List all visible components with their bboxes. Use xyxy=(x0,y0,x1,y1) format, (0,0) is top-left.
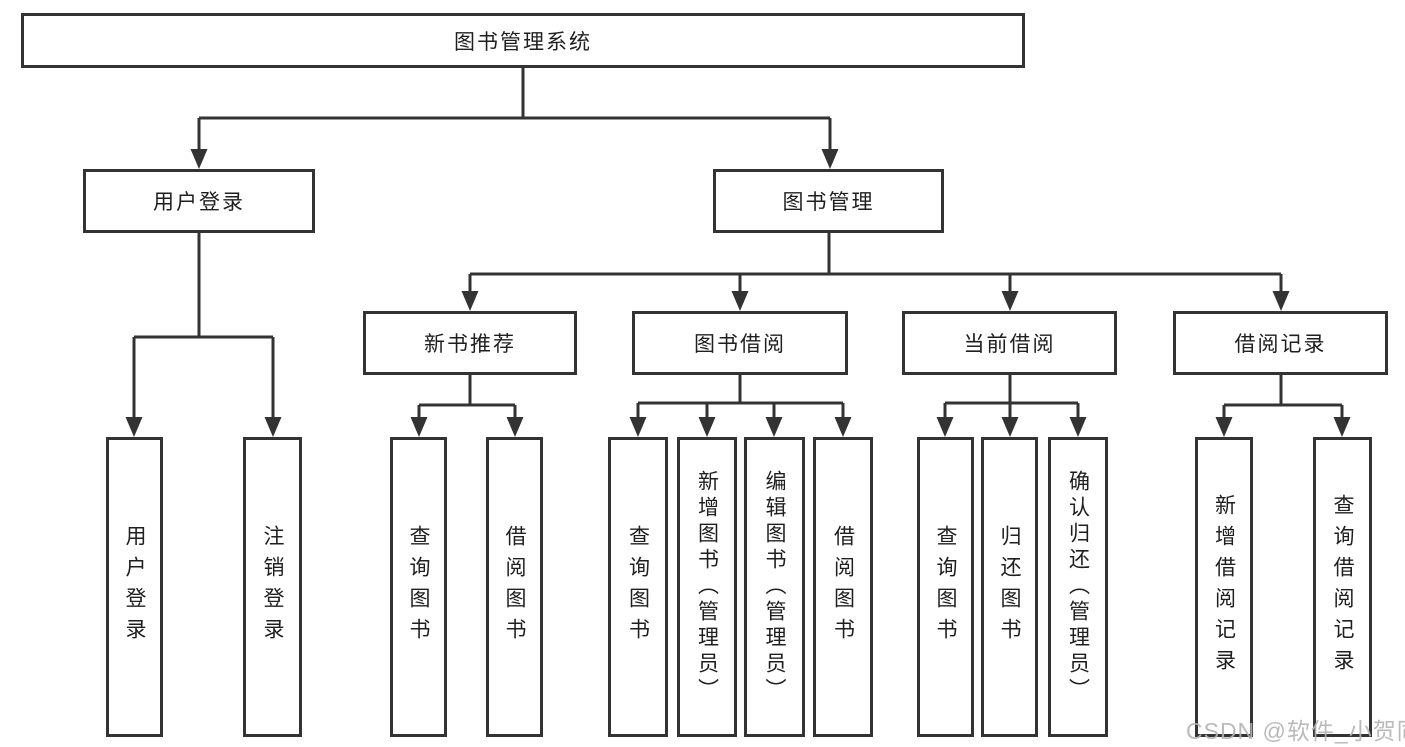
leaf-borrow-edit-books-admin: 编辑图书（管理员） xyxy=(744,437,805,737)
connector-book-borrow-children xyxy=(636,375,845,420)
arrowhead xyxy=(698,417,716,437)
arrowhead xyxy=(834,417,852,437)
arrowhead xyxy=(731,291,749,311)
arrowhead xyxy=(1069,417,1087,437)
leaf-current-confirm-return-admin: 确认归还（管理员） xyxy=(1048,437,1108,737)
leaf-borrow-query-books: 查询图书 xyxy=(608,437,668,737)
node-book-management: 图书管理 xyxy=(713,169,944,233)
leaf-current-query-books: 查询图书 xyxy=(917,437,974,737)
arrowhead xyxy=(264,417,282,437)
leaf-logout: 注销登录 xyxy=(243,437,302,737)
arrowhead xyxy=(629,417,647,437)
connector-borrow-records-children xyxy=(1222,375,1344,420)
leaf-recommend-borrow-books: 借阅图书 xyxy=(486,437,543,737)
arrowhead xyxy=(410,417,428,437)
node-root-library-system: 图书管理系统 xyxy=(21,13,1025,68)
arrowhead xyxy=(821,149,839,169)
arrowhead xyxy=(936,417,954,437)
node-borrow-records: 借阅记录 xyxy=(1173,311,1388,375)
arrowhead xyxy=(1215,417,1233,437)
connector-new-book-recommend-children xyxy=(417,375,517,420)
arrowhead xyxy=(461,291,479,311)
connector-user-login-children xyxy=(132,232,275,420)
arrowhead xyxy=(190,149,208,169)
arrowhead xyxy=(506,417,524,437)
leaf-current-return-books: 归还图书 xyxy=(981,437,1038,737)
arrowhead xyxy=(125,417,143,437)
leaf-borrow-borrow-books: 借阅图书 xyxy=(813,437,873,737)
arrowhead xyxy=(1333,417,1351,437)
leaf-borrow-add-books-admin: 新增图书（管理员） xyxy=(677,437,737,737)
leaf-records-query-record: 查询借阅记录 xyxy=(1313,437,1372,737)
node-book-borrow: 图书借阅 xyxy=(632,311,848,375)
arrowhead xyxy=(1001,417,1019,437)
node-current-borrow: 当前借阅 xyxy=(902,311,1117,375)
leaf-user-login: 用户登录 xyxy=(106,437,163,737)
leaf-records-add-record: 新增借阅记录 xyxy=(1195,437,1253,737)
arrowhead xyxy=(1001,291,1019,311)
connector-book-management-children xyxy=(468,232,1283,294)
arrowhead xyxy=(765,417,783,437)
connector-current-borrow-children xyxy=(943,375,1080,420)
connector-root-to-level2 xyxy=(197,66,832,152)
leaf-recommend-query-books: 查询图书 xyxy=(390,437,447,737)
csdn-watermark: CSDN @软件_小贺同学 xyxy=(1186,718,1405,744)
node-new-book-recommend: 新书推荐 xyxy=(363,311,577,375)
arrowhead xyxy=(1272,291,1290,311)
node-user-login: 用户登录 xyxy=(83,169,315,233)
